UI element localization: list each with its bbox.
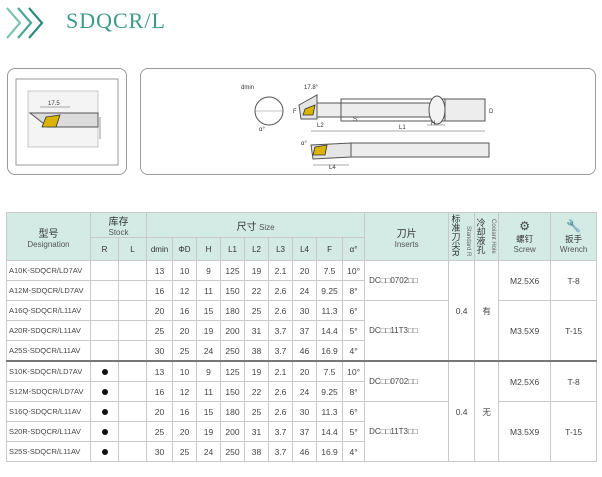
wrench-cell: T-8: [550, 360, 598, 402]
stock-dot-icon: [101, 408, 108, 415]
tool-dimension-panel: dmin α° 17.8° F L2 S H L1 D α° L4: [140, 68, 596, 175]
insert-cell: DC□□11T3□□: [364, 401, 450, 462]
radius-cell: 0.4: [448, 260, 476, 362]
screw-icon: ⚙: [519, 219, 531, 233]
dim-label-d: D: [489, 109, 494, 115]
col-header-l1: L1: [220, 237, 246, 261]
insert-cell: DC□□11T3□□: [364, 300, 450, 362]
col-header-dmin: dmin: [146, 237, 174, 261]
stock-dot-icon: [101, 368, 108, 375]
tool-closeup-drawing: 17.5: [15, 78, 119, 166]
wrench-icon: 🔧: [566, 219, 582, 233]
dim-label-f: F: [293, 109, 297, 115]
col-header-r: R: [90, 237, 119, 261]
col-header-l3: L3: [268, 237, 294, 261]
tool-dimension-drawing: dmin α° 17.8° F L2 S H L1 D α° L4: [241, 85, 494, 171]
col-header-f: F: [316, 237, 344, 261]
spec-table: 型号 Designation 库存 Stock 尺寸 Size 刀片 Inser…: [6, 212, 598, 462]
wrench-cell: T-15: [550, 300, 598, 362]
dim-label-17-8: 17.8°: [304, 85, 319, 91]
dim-label-alpha-2: α°: [301, 141, 307, 147]
col-header-wrench: 🔧 扳手 Wrench: [550, 212, 598, 261]
dim-label-h: H: [431, 121, 435, 127]
chevron-logo-icon: [6, 7, 44, 39]
screw-cell: M3.5X9: [498, 300, 552, 362]
col-header-screw: ⚙ 螺钉 Screw: [498, 212, 552, 261]
col-header-l4: L4: [292, 237, 318, 261]
col-header-l: L: [117, 237, 148, 261]
col-header-radius: 标准刀尖R Standard R: [448, 212, 476, 261]
dim-label-alpha: α°: [259, 127, 265, 133]
screw-cell: M2.5X6: [498, 260, 552, 301]
col-header-designation: 型号 Designation: [6, 212, 91, 261]
dim-label-17-5: 17.5: [48, 101, 60, 107]
tool-closeup-panel: 17.5: [7, 68, 127, 175]
col-header-alpha: α°: [342, 237, 366, 261]
insert-cell: DC□□0702□□: [364, 260, 450, 301]
coolant-cell: 有: [474, 260, 500, 362]
screw-cell: M3.5X9: [498, 401, 552, 462]
insert-cell: DC□□0702□□: [364, 360, 450, 402]
wrench-cell: T-8: [550, 260, 598, 301]
col-header-l2: L2: [244, 237, 270, 261]
dim-label-l1: L1: [399, 125, 406, 131]
col-header-d: ΦD: [172, 237, 198, 261]
col-header-coolant: 冷却液孔 Coolant Hole: [474, 212, 500, 261]
dim-label-l4: L4: [329, 165, 336, 171]
dim-label-s: S: [353, 117, 357, 123]
col-header-inserts: 刀片 Inserts: [364, 212, 450, 261]
col-header-h: H: [196, 237, 222, 261]
coolant-cell: 无: [474, 360, 500, 462]
page-title: SDQCR/L: [66, 8, 166, 33]
dim-label-dmin: dmin: [241, 85, 254, 91]
col-header-stock: 库存 Stock: [89, 212, 148, 238]
wrench-cell: T-15: [550, 401, 598, 462]
stock-dot-icon: [101, 388, 108, 395]
stock-dot-icon: [101, 448, 108, 455]
screw-cell: M2.5X6: [498, 360, 552, 402]
col-header-size: 尺寸 Size: [146, 212, 366, 238]
radius-cell: 0.4: [448, 360, 476, 462]
dim-label-l2: L2: [317, 123, 324, 129]
stock-dot-icon: [101, 428, 108, 435]
